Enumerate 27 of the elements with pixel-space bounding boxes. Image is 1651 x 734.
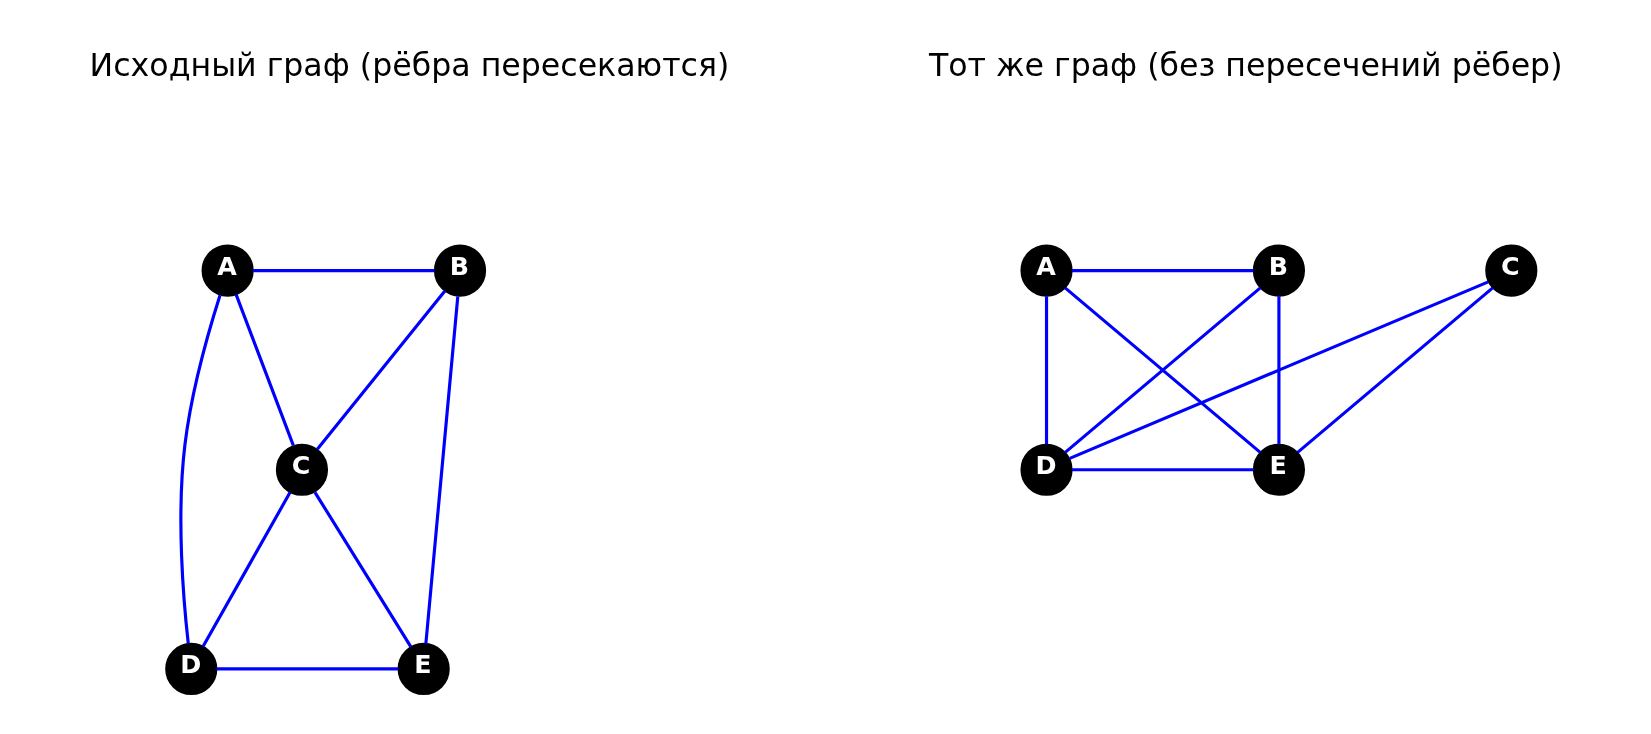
node-circle: E — [1252, 443, 1305, 496]
node-circle: A — [1019, 244, 1073, 297]
connector — [1276, 296, 1280, 444]
node-circle: C — [1484, 244, 1537, 297]
connector — [423, 296, 459, 644]
connector — [1063, 286, 1261, 454]
node-circle: E — [397, 642, 450, 696]
node-circle: C — [275, 443, 328, 496]
connector — [315, 289, 446, 451]
connector — [252, 269, 435, 273]
node-circle: D — [1019, 443, 1073, 496]
connector — [1044, 296, 1048, 444]
connector — [178, 294, 222, 644]
connector — [201, 491, 291, 648]
connector — [1071, 468, 1253, 472]
connector — [1068, 280, 1489, 460]
node-circle: D — [164, 642, 217, 696]
connector — [216, 667, 398, 671]
connector — [1071, 269, 1253, 273]
node-circle: B — [1252, 244, 1305, 297]
label: Исходный граф (рёбра пересекаются) — [89, 47, 729, 84]
connector — [234, 294, 295, 446]
connector — [313, 491, 412, 648]
connector — [1296, 286, 1494, 454]
node-circle: B — [433, 244, 486, 297]
node-circle: A — [201, 244, 254, 297]
label: Тот же граф (без пересечений рёбер) — [928, 47, 1562, 84]
